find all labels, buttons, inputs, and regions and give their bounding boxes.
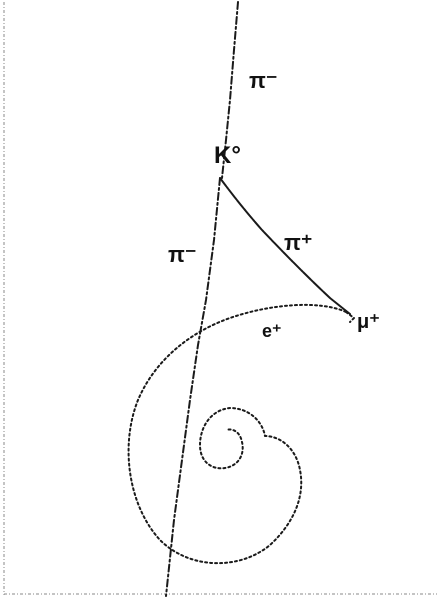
label-pi-minus-left: π⁻ — [168, 242, 196, 267]
label-mu-plus: μ⁺ — [357, 311, 380, 333]
pi-minus-outgoing-track — [166, 178, 220, 596]
e-plus-spiral-track — [129, 305, 346, 563]
label-pi-minus-top: π⁻ — [249, 68, 277, 93]
label-e-plus: e⁺ — [262, 321, 282, 341]
label-k-zero: K° — [214, 142, 241, 169]
label-pi-plus: π⁺ — [284, 230, 312, 255]
